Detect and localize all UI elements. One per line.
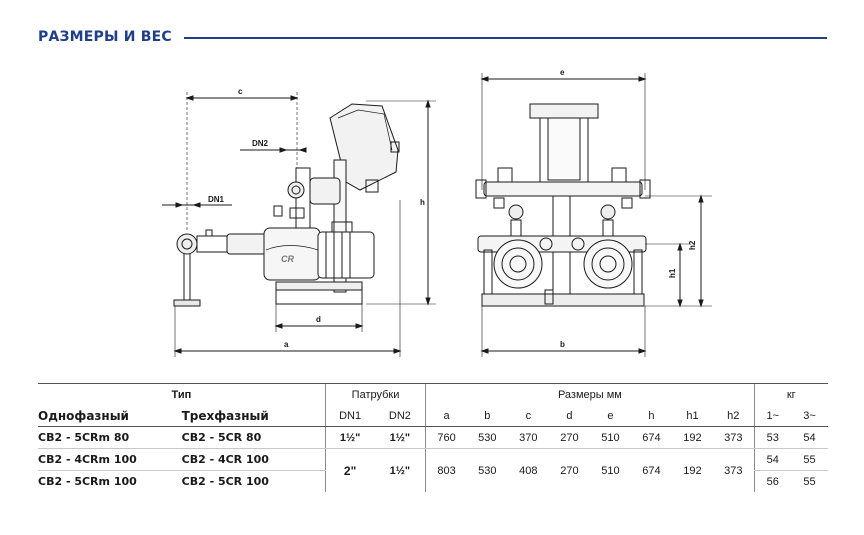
header-b: b [466,405,508,427]
dim-dn2-label: DN2 [252,139,269,148]
table-row: CB2 - 4CRm 100 CB2 - 4CR 100 2" 1½" 803 … [38,448,828,492]
cell-c: 408 [519,464,538,477]
header-dn1: DN1 [324,405,375,427]
cell-dn1: 1½" [324,426,375,449]
dim-h-label: h [420,198,425,207]
cell-e: 510 [589,426,631,449]
header-h2: h2 [713,405,755,427]
cell-e: 510 [601,464,620,477]
cell-weight-1ph: 56 [753,470,791,492]
cell-weight-1ph: 54 [753,448,791,471]
header-connections: Патрубки [324,383,426,405]
table-header-row: Тип Патрубки Размеры мм кг [38,383,828,405]
dim-b-label: b [560,340,565,349]
cell-h1: 192 [683,464,702,477]
pump-logo: CR [281,254,294,264]
dim-e-label: e [560,68,565,77]
technical-drawing: c DN2 DN1 h [162,68,712,357]
cell-d: 270 [548,426,590,449]
header-single-phase: Однофазный [38,405,182,427]
section-title: РАЗМЕРЫ И ВЕС [38,29,172,45]
table-subheader-row: Однофазный Трехфазный DN1 DN2 a b c d e … [38,405,828,427]
cell-weight-1ph: 53 [753,426,791,449]
cell-b: 530 [466,426,508,449]
cell-weight-3ph: 55 [790,448,828,471]
side-view: c DN2 DN1 h [162,87,436,357]
cell-a: 760 [425,426,467,449]
cell-c: 370 [507,426,549,449]
cell-b: 530 [478,464,497,477]
model-three-phase: CB2 - 4CR 100 [181,448,326,471]
cell-h2: 373 [713,426,755,449]
cell-h: 674 [630,426,672,449]
header-dimensions: Размеры мм [425,383,755,405]
cell-dn2: 1½" [374,426,426,449]
title-rule [184,37,827,39]
dim-h1-label: h1 [668,268,677,278]
header-weight: кг [753,383,828,405]
model-three-phase: CB2 - 5CR 100 [181,475,269,488]
cell-dn1: 2" [324,448,375,492]
cell-a: 803 [425,448,467,492]
header-d: d [548,405,590,427]
header-weight-1ph: 1~ [753,405,791,427]
cell-h: 674 [642,464,661,477]
cell-h1: 192 [671,426,713,449]
cell-dn2: 1½" [389,464,411,477]
specs-table: Тип Патрубки Размеры мм кг Однофазный Тр… [38,383,828,492]
header-weight-3ph: 3~ [790,405,828,427]
header-a: a [425,405,467,427]
dim-h2-label: h2 [688,240,697,250]
header-dn2: DN2 [374,405,426,427]
table-row: CB2 - 5CRm 100 CB2 - 5CR 100 56 55 [38,470,828,492]
cell-weight-3ph: 55 [803,475,816,488]
front-view: e [475,68,712,357]
table-row: CB2 - 5CRm 80 CB2 - 5CR 80 1½" 1½" 760 5… [38,426,828,449]
header-three-phase: Трехфазный [181,405,326,427]
model-single-phase: CB2 - 4CRm 100 [38,448,182,471]
header-h: h [630,405,672,427]
cell-h2: 373 [724,464,743,477]
model-three-phase: CB2 - 5CR 80 [181,426,326,449]
model-single-phase: CB2 - 5CRm 100 [38,475,137,488]
cell-d: 270 [560,464,579,477]
dim-c-label: c [238,87,243,96]
header-c: c [507,405,549,427]
model-single-phase: CB2 - 5CRm 80 [38,426,182,449]
cell-weight-3ph: 54 [790,426,828,449]
header-e: e [589,405,631,427]
header-h1: h1 [671,405,713,427]
dim-dn1-label: DN1 [208,195,225,204]
dim-a-label: a [284,340,289,349]
dim-d-label: d [316,315,321,324]
header-type: Тип [38,383,326,405]
